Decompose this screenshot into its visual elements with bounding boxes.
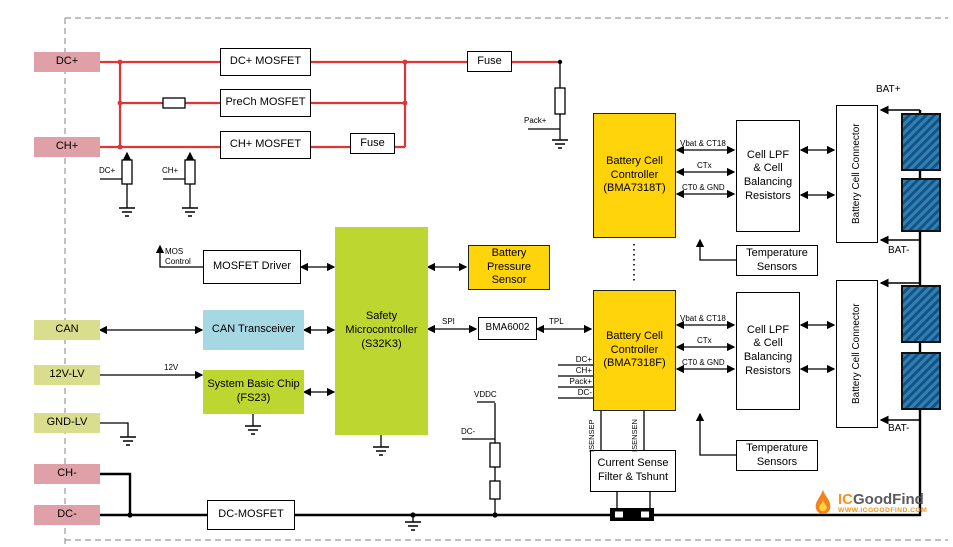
port-gnd-lv: GND-LV (34, 413, 100, 433)
brand-prefix: IC (838, 490, 853, 508)
block-system-basic-chip: System Basic Chip (FS23) (203, 370, 304, 414)
label-isensep: ISENSEP (587, 419, 596, 452)
block-temp-sensors-bottom: Temperature Sensors (736, 440, 818, 471)
block-bma6002: BMA6002 (478, 317, 537, 340)
label-bat-minus-top: BAT- (888, 245, 910, 256)
block-cell-connector-top: Battery Cell Connector (836, 105, 878, 243)
port-can: CAN (34, 320, 100, 340)
label-bcc-top-ctx: CTx (697, 161, 712, 170)
label-ch-plus-sense: CH+ (162, 166, 179, 175)
block-mosfet-driver: MOSFET Driver (203, 250, 301, 284)
junction-dots (127, 59, 563, 518)
label-bcc-top-vbat: Vbat & CT18 (680, 139, 726, 148)
block-cell-connector-bottom: Battery Cell Connector (836, 280, 878, 428)
shunt-resistor (610, 508, 654, 521)
block-cell-lpf-bottom: Cell LPF & Cell Balancing Resistors (736, 292, 800, 410)
block-cell-lpf-top: Cell LPF & Cell Balancing Resistors (736, 120, 800, 232)
port-12v-lv: 12V-LV (34, 365, 100, 385)
signal-wires (98, 62, 836, 522)
block-fuse-charge: Fuse (350, 133, 395, 154)
block-prech-mosfet: PreCh MOSFET (220, 89, 311, 117)
label-vddc: VDDC (474, 390, 497, 399)
label-bcc2-in-dc-minus: DC- (577, 388, 592, 397)
brand-name: ICGoodFind (838, 490, 927, 508)
brand-suffix: GoodFind (853, 490, 924, 508)
block-battery-pressure-sensor: Battery Pressure Sensor (468, 245, 550, 290)
battery-cell-3 (901, 285, 941, 343)
ground-symbols (119, 139, 568, 531)
label-bat-minus-bottom: BAT- (888, 423, 910, 434)
label-pack-plus: Pack+ (524, 116, 547, 125)
label-bcc-bot-ct0: CT0 & GND (682, 358, 725, 367)
label-bcc2-in-dc-plus: DC+ (575, 355, 592, 364)
label-bcc-bot-ctx: CTx (697, 336, 712, 345)
power-junction-dots (117, 59, 408, 150)
label-mos-control: MOS Control (165, 247, 191, 266)
label-bcc2-in-pack-plus: Pack+ (569, 377, 592, 386)
block-safety-mcu: Safety Microcontroller (S32K3) (335, 227, 428, 435)
port-dc-minus: DC- (34, 505, 100, 525)
battery-string-taps (879, 105, 920, 425)
block-bcc-top: Battery Cell Controller (BMA7318T) (593, 113, 676, 238)
flame-icon (815, 489, 831, 514)
block-ch-plus-mosfet: CH+ MOSFET (220, 131, 311, 159)
battery-cell-4 (901, 352, 941, 410)
label-isensen: ISENSEN (630, 419, 639, 452)
port-ch-minus: CH- (34, 464, 100, 484)
resistor-symbols (121, 87, 566, 500)
label-bcc-top-ct0: CT0 & GND (682, 183, 725, 192)
block-temp-sensors-top: Temperature Sensors (736, 245, 818, 276)
label-dc-plus-sense: DC+ (99, 166, 116, 175)
label-tpl: TPL (549, 317, 564, 326)
block-dc-minus-mosfet: DC-MOSFET (207, 500, 295, 530)
block-fuse-main: Fuse (467, 51, 512, 72)
negative-power-rail (100, 110, 922, 517)
board-boundary-dashed (64, 17, 948, 547)
battery-cell-1 (901, 113, 941, 171)
block-bcc-bottom: Battery Cell Controller (BMA7318F) (593, 290, 676, 411)
port-dc-plus: DC+ (34, 52, 100, 72)
block-current-sense: Current Sense Filter & Tshunt (590, 450, 676, 492)
block-can-transceiver: CAN Transceiver (203, 310, 304, 350)
label-bcc2-in-ch-plus: CH+ (575, 366, 592, 375)
icgoodfind-watermark: ICGoodFind WWW.ICGOODFIND.COM (812, 489, 952, 517)
label-dc-minus-tap: DC- (461, 427, 476, 436)
port-ch-plus: CH+ (34, 137, 100, 157)
label-spi: SPI (442, 317, 455, 326)
block-dc-plus-mosfet: DC+ MOSFET (220, 48, 311, 76)
label-bat-plus: BAT+ (876, 84, 901, 95)
brand-url: WWW.ICGOODFIND.COM (838, 507, 928, 515)
label-bcc-bot-vbat: Vbat & CT18 (680, 314, 726, 323)
label-12v: 12V (164, 363, 179, 372)
battery-cell-2 (901, 178, 941, 232)
